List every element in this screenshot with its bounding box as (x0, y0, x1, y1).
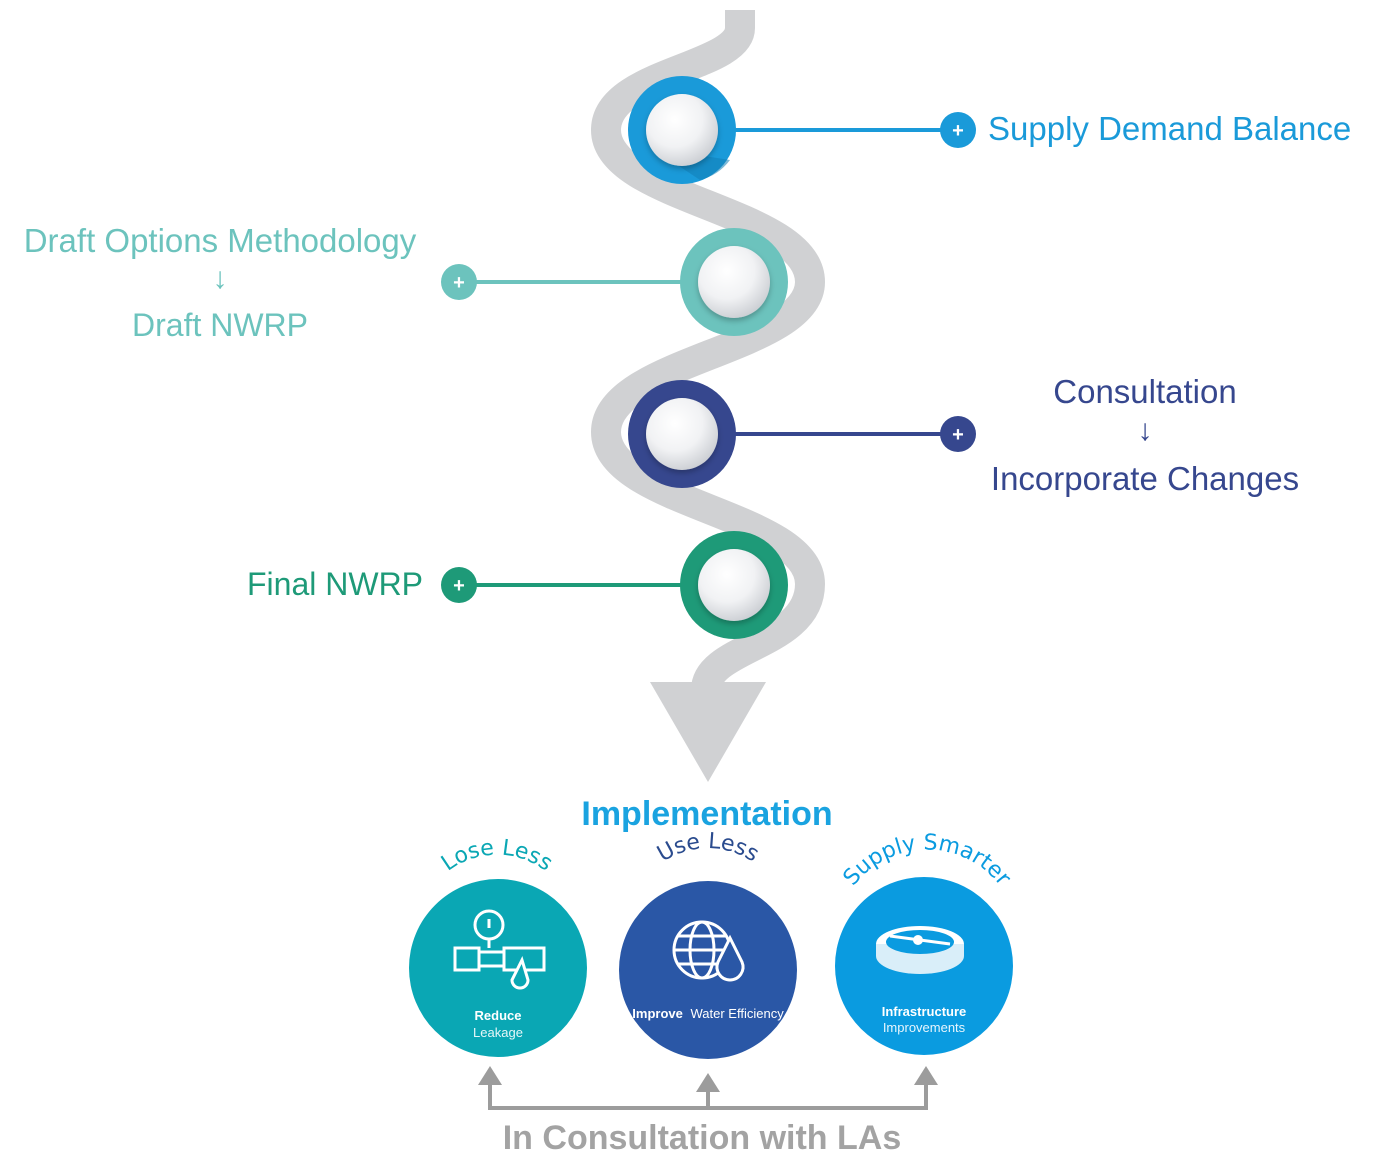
step-4-node[interactable]: + (441, 531, 788, 639)
plus-icon-glyph: + (952, 120, 964, 142)
plus-icon[interactable] (441, 567, 477, 603)
card-lose-less[interactable]: Lose Less Reduce Leakage (409, 836, 587, 1057)
card-use-less[interactable]: Use Less Improve Water Efficiency (619, 829, 797, 1059)
plus-icon-glyph: + (453, 575, 465, 597)
plus-icon[interactable] (940, 416, 976, 452)
step-1-knob (646, 94, 718, 166)
step-4-knob (698, 549, 770, 621)
card-arc-label: Use Less (653, 829, 763, 867)
plus-icon-glyph: + (952, 424, 964, 446)
implementation-title: Implementation (581, 795, 833, 833)
step-4-label: Final NWRP (247, 566, 424, 602)
card-circle (409, 879, 587, 1057)
plus-icon[interactable] (940, 112, 976, 148)
arrow-up-icon (914, 1066, 938, 1085)
card-label: Water Efficiency (691, 1006, 785, 1021)
card-label: Leakage (473, 1025, 523, 1040)
card-supply-smarter[interactable]: Supply Smarter Infrastructure Improvemen… (835, 830, 1016, 1055)
step-3-label-top: Consultation (1053, 373, 1237, 410)
consultation-label: In Consultation with LAs (502, 1119, 902, 1157)
step-3-label-bottom: Incorporate Changes (990, 460, 1300, 497)
flow-arrowhead (650, 682, 766, 782)
card-label: Improvements (883, 1020, 966, 1035)
arrow-up-icon (696, 1073, 720, 1092)
card-text: Improve Water Efficiency (632, 1006, 784, 1021)
arrow-down-icon: ↓ (1137, 414, 1153, 447)
card-arc-label: Lose Less (437, 836, 557, 877)
pipe-leak-icon (453, 909, 546, 990)
step-1-label: Supply Demand Balance (988, 110, 1352, 147)
card-bold-label: Reduce (475, 1008, 522, 1023)
step-2-node[interactable]: + (441, 228, 788, 336)
card-bold-label: Infrastructure (882, 1004, 967, 1019)
step-2-label-bottom: Draft NWRP (132, 307, 308, 343)
treatment-tank-icon (876, 926, 964, 974)
step-2-knob (698, 246, 770, 318)
step-3-knob (646, 398, 718, 470)
arrow-down-icon: ↓ (212, 262, 228, 295)
card-circle (619, 881, 797, 1059)
step-2-label-top: Draft Options Methodology (23, 222, 417, 259)
serpentine-path (590, 10, 826, 693)
plus-icon[interactable] (441, 264, 477, 300)
plus-icon-glyph: + (453, 272, 465, 294)
step-3-node[interactable]: + (628, 380, 976, 488)
step-1-node[interactable]: + (628, 76, 976, 184)
globe-drop-icon (672, 920, 745, 982)
card-bold-label: Improve (632, 1006, 683, 1021)
arrow-up-icon (478, 1066, 502, 1085)
